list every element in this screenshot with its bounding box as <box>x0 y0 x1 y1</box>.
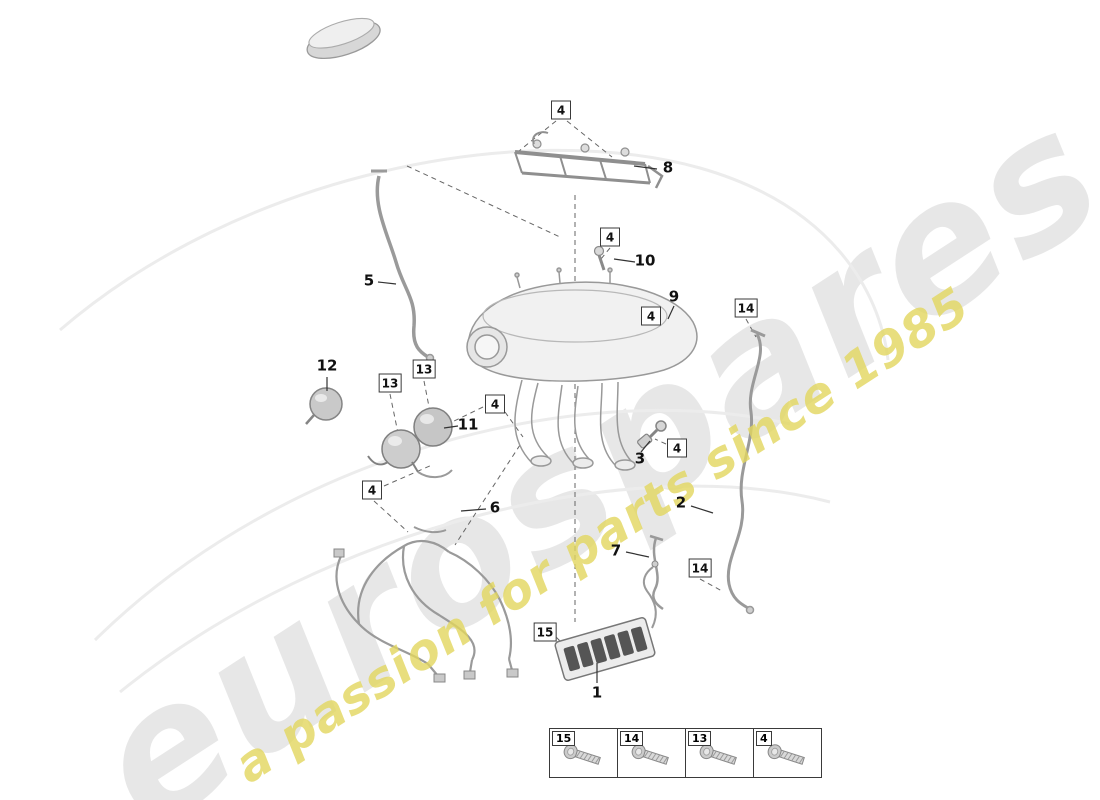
fastener-ref: 14 <box>620 731 644 746</box>
part-8-fuel-rail <box>514 131 664 189</box>
fastener-cell-15[interactable]: 15 <box>550 729 618 777</box>
intake-manifold <box>466 267 698 471</box>
fastener-cell-4[interactable]: 4 <box>754 729 821 777</box>
part-6-harness <box>333 539 519 683</box>
screw-icon <box>767 744 805 765</box>
part-2-hose <box>726 328 766 615</box>
part-11-dampers <box>367 407 453 534</box>
fastener-ref: 4 <box>756 731 772 746</box>
part-12-damper <box>305 387 343 425</box>
callout-1[interactable]: 1 <box>591 683 603 702</box>
callout-box-4-harness[interactable]: 4 <box>362 480 382 500</box>
callout-box-4-rail[interactable]: 4 <box>551 100 571 120</box>
callout-9[interactable]: 9 <box>668 287 680 306</box>
part-1-module <box>554 560 659 681</box>
screw-icon <box>699 744 737 765</box>
callout-box-4-manifold[interactable]: 4 <box>485 394 505 414</box>
fastener-cell-14[interactable]: 14 <box>618 729 686 777</box>
screw-icon <box>563 744 601 765</box>
callout-box-4-valve[interactable]: 4 <box>600 227 620 247</box>
callout-7[interactable]: 7 <box>610 541 622 560</box>
callout-3[interactable]: 3 <box>634 449 646 468</box>
fastener-table: 15 14 13 <box>549 728 822 778</box>
callout-box-14-top[interactable]: 14 <box>734 298 758 318</box>
callout-5[interactable]: 5 <box>363 271 375 290</box>
callout-6[interactable]: 6 <box>489 498 501 517</box>
part-10-valve <box>593 245 606 271</box>
callout-box-4-sensor[interactable]: 4 <box>667 438 687 458</box>
callout-box-14-bottom[interactable]: 14 <box>688 558 712 578</box>
callout-10[interactable]: 10 <box>634 251 656 270</box>
screw-icon <box>631 744 669 765</box>
part-cap <box>306 17 381 60</box>
callout-11[interactable]: 11 <box>457 415 479 434</box>
callout-box-13-left[interactable]: 13 <box>378 373 402 393</box>
fastener-ref: 13 <box>688 731 712 746</box>
part-3-sensor <box>637 420 667 449</box>
callout-box-13-right[interactable]: 13 <box>412 359 436 379</box>
fastener-ref: 15 <box>552 731 576 746</box>
callout-8[interactable]: 8 <box>662 158 674 177</box>
leader-lines-solid <box>326 165 714 683</box>
callout-box-15[interactable]: 15 <box>533 622 557 642</box>
part-7-hose <box>649 534 664 611</box>
callout-box-4-bracket[interactable]: 4 <box>641 306 661 326</box>
part-5-hose <box>371 169 435 363</box>
callout-12[interactable]: 12 <box>316 356 338 375</box>
callout-2[interactable]: 2 <box>675 493 687 512</box>
fastener-cell-13[interactable]: 13 <box>686 729 754 777</box>
